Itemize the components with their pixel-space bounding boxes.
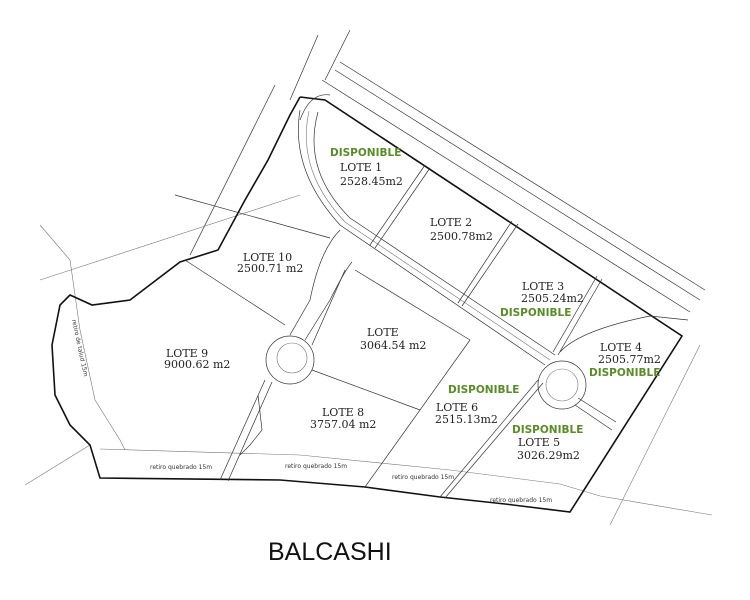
lot-lines <box>174 164 689 499</box>
lot-name: LOTE 4 <box>600 341 642 354</box>
lot-3[interactable]: LOTE 3 2505.24m2 DISPONIBLE <box>500 280 584 319</box>
lot-area: 2500.78m2 <box>430 230 493 243</box>
setback-label: retiro quebrado 15m <box>285 463 347 470</box>
lot-2[interactable]: LOTE 2 2500.78m2 <box>430 216 493 243</box>
setback-label: retiro quebrado 15m <box>150 464 212 471</box>
lot-area: 3064.54 m2 <box>360 339 426 352</box>
lot-area: 2500.71 m2 <box>237 262 303 275</box>
lot-area: 9000.62 m2 <box>164 358 230 371</box>
lot-name: LOTE 2 <box>430 216 472 229</box>
lot-area: 2515.13m2 <box>435 413 498 426</box>
status-lote-6: DISPONIBLE <box>448 384 519 396</box>
lot-5[interactable]: DISPONIBLE LOTE 5 3026.29m2 <box>512 424 583 462</box>
lot-6[interactable]: DISPONIBLE LOTE 6 2515.13m2 <box>435 384 519 426</box>
lot-area: 2505.77m2 <box>598 353 661 366</box>
lot-name: LOTE 1 <box>340 161 382 174</box>
lot-name: LOTE 5 <box>518 436 560 449</box>
project-title: BALCASHI <box>268 538 392 566</box>
property-boundary <box>51 96 684 513</box>
lot-8[interactable]: LOTE 8 3757.04 m2 <box>310 406 376 431</box>
lot-10[interactable]: LOTE 10 2500.71 m2 <box>237 251 303 275</box>
lot-name: LOTE <box>367 326 399 339</box>
lot-4[interactable]: LOTE 4 2505.77m2 DISPONIBLE <box>589 341 661 379</box>
lot-name: LOTE 3 <box>522 280 564 293</box>
lot-area: 2528.45m2 <box>340 175 403 188</box>
status-lote-4: DISPONIBLE <box>589 367 660 379</box>
lot-area: 3757.04 m2 <box>310 418 376 431</box>
lot-1[interactable]: DISPONIBLE LOTE 1 2528.45m2 <box>330 147 403 188</box>
lot-name: LOTE 8 <box>322 406 364 419</box>
lot-area: 2505.24m2 <box>521 292 584 305</box>
setback-label: retiro quebrado 15m <box>490 497 552 504</box>
lot-9[interactable]: LOTE 9 9000.62 m2 <box>164 347 230 371</box>
lot-name: LOTE 6 <box>436 401 478 414</box>
status-lote-3: DISPONIBLE <box>500 307 571 319</box>
main-road <box>265 94 587 410</box>
lot-area: 3026.29m2 <box>517 449 580 462</box>
lot-7[interactable]: LOTE 3064.54 m2 <box>360 326 426 352</box>
lot-name: LOTE 10 <box>243 251 292 264</box>
lot-name: LOTE 9 <box>166 347 208 360</box>
status-lote-1: DISPONIBLE <box>330 147 401 159</box>
talud-label: retiro de talud 15m <box>70 319 89 377</box>
setback-label: retiro quebrado 15m <box>392 474 454 481</box>
status-lote-5: DISPONIBLE <box>512 424 583 436</box>
street-lines <box>24 29 713 526</box>
